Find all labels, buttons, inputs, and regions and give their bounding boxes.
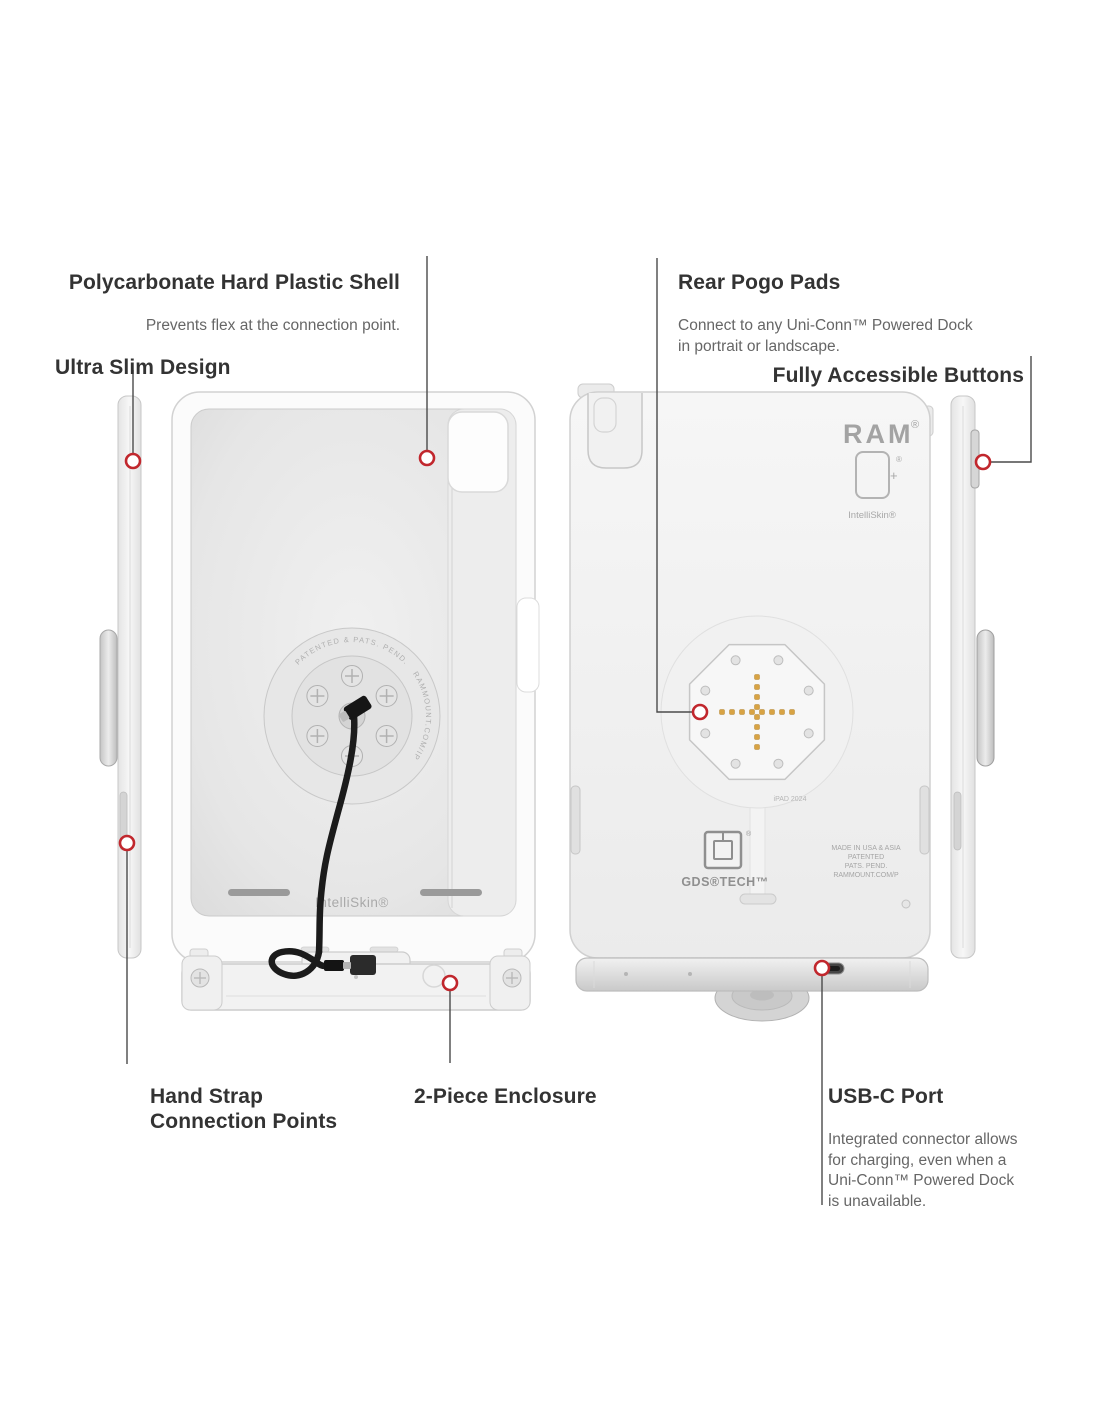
callout-usbc-desc: Integrated connector allows for charging… (828, 1131, 1018, 1211)
callout-marker-rear-pogo (691, 703, 709, 721)
callout-shell-title: Polycarbonate Hard Plastic Shell (68, 271, 400, 294)
callout-usbc: USB-C Port Integrated connector allows f… (828, 1066, 1080, 1231)
intelliskin-back-label: IntelliSkin® (848, 510, 896, 521)
usb-cable (268, 695, 372, 979)
plus-icon: + (890, 468, 898, 483)
back-view: RAM ® + ® IntelliSkin® iPAD 2024 ® (569, 383, 934, 959)
callout-shell: Polycarbonate Hard Plastic Shell Prevent… (60, 252, 400, 355)
pogo-pads-cross (719, 674, 795, 750)
callout-marker-enclosure (441, 974, 459, 992)
ram-logo-text: RAM (843, 419, 914, 449)
callout-ultra-slim: Ultra Slim Design (55, 337, 231, 398)
callout-marker-hand-strap (118, 834, 136, 852)
bottom-slot-left (228, 889, 290, 896)
callout-ultra-slim-title: Ultra Slim Design (55, 356, 231, 379)
side-slot-left (570, 785, 581, 855)
dock-socket (350, 955, 376, 975)
callout-marker-buttons (974, 453, 992, 471)
callout-rear-pogo-title: Rear Pogo Pads (678, 271, 841, 294)
gds-logo-reg: ® (746, 830, 752, 838)
callout-line-rear-pogo (656, 258, 692, 713)
callout-lines (126, 256, 1032, 1205)
model-label: iPAD 2024 (774, 796, 807, 803)
svg-text:PATS. PEND.: PATS. PEND. (845, 863, 888, 870)
callout-hand-strap: Hand Strap Connection Points (150, 1066, 337, 1152)
octagon-screw-holes (700, 655, 814, 769)
callout-shell-desc: Prevents flex at the connection point. (145, 317, 400, 335)
camera-cutout-back (587, 393, 643, 469)
bottom-edge-view (575, 957, 929, 1022)
side-slot-right (919, 785, 930, 855)
intelliskin-front-label: IntelliSkin® (315, 895, 389, 910)
callout-marker-shell (418, 449, 436, 467)
svg-text:MADE IN USA & ASIA: MADE IN USA & ASIA (831, 845, 901, 852)
pogo-octagon (688, 643, 826, 781)
bottom-enclosure-piece (181, 948, 531, 1011)
callout-marker-ultra-slim (124, 452, 142, 470)
bottom-slot-right (420, 889, 482, 896)
callout-rear-pogo: Rear Pogo Pads Connect to any Uni-Conn™ … (678, 252, 1018, 375)
side-notch (516, 597, 540, 693)
callout-marker-usbc (813, 959, 831, 977)
tablet-icon-reg: ® (896, 455, 902, 464)
ram-logo-reg: ® (911, 419, 919, 431)
svg-text:RAMMOUNT.COM/P: RAMMOUNT.COM/P (833, 872, 899, 879)
side-knob-right (976, 629, 995, 767)
camera-cutout-front (447, 411, 509, 493)
svg-text:PATENTED: PATENTED (848, 854, 884, 861)
side-view-right (950, 395, 995, 959)
side-view-left (99, 395, 142, 959)
screw-cluster (306, 665, 398, 767)
bracket-screws (190, 968, 522, 988)
callout-buttons-title: Fully Accessible Buttons (772, 364, 1024, 387)
callout-enclosure-title: 2-Piece Enclosure (414, 1085, 597, 1108)
callout-hand-strap-title: Hand Strap Connection Points (150, 1085, 338, 1134)
callout-buttons: Fully Accessible Buttons (760, 345, 1024, 406)
fineprint-text: MADE IN USA & ASIA PATENTED PATS. PEND. … (831, 845, 901, 879)
callout-markers (118, 449, 992, 992)
hand-strap-slot-right (953, 791, 962, 851)
callout-usbc-title: USB-C Port (828, 1085, 944, 1108)
gds-tech-label: GDS®TECH™ (681, 875, 768, 889)
callout-enclosure: 2-Piece Enclosure (414, 1066, 597, 1127)
side-knob-left (99, 629, 118, 767)
callout-line-buttons (991, 356, 1032, 463)
callout-rear-pogo-desc: Connect to any Uni-Conn™ Powered Dock in… (678, 317, 973, 355)
tablet-outline-icon (855, 451, 890, 499)
front-view: PATENTED & PATS. PEND. RAMMOUNT.COM/IP (171, 391, 540, 963)
